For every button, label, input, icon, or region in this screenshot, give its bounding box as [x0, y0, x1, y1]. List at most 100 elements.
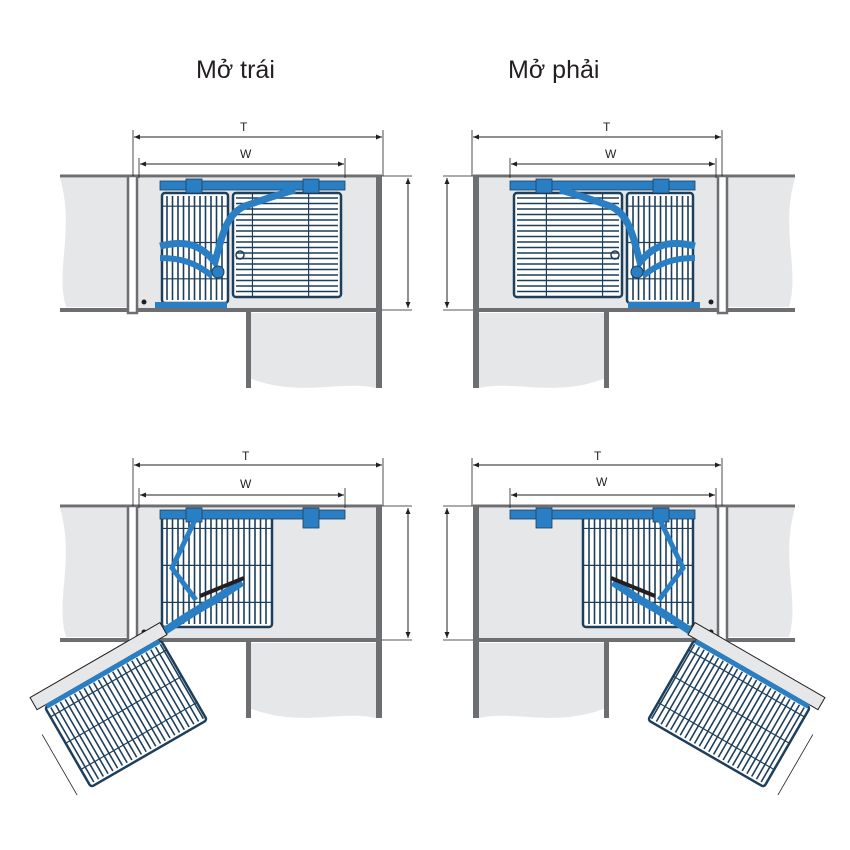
basket-wire: [126, 663, 171, 739]
slide-rail: [159, 509, 346, 520]
basket-wire: [655, 646, 701, 722]
rail-bracket: [185, 178, 203, 194]
link-arm: [657, 518, 686, 602]
cabinet-side-panel: [126, 504, 139, 645]
cabinet-right-panel: [376, 506, 382, 718]
basket-wire: [712, 679, 758, 755]
basket-wire: [88, 685, 133, 761]
rear-basket: [231, 191, 343, 299]
swing-arm-lower: [641, 255, 696, 279]
knob: [235, 250, 245, 260]
rear-basket: [160, 513, 274, 629]
dim-door: [41, 734, 78, 796]
basket-wire: [660, 649, 705, 725]
handle-bar: [610, 576, 656, 598]
basket-wire: [698, 671, 743, 747]
basket-wire: [736, 693, 782, 769]
basket-wire: [722, 685, 767, 761]
basket-crosswire: [672, 675, 790, 744]
knob: [610, 250, 620, 260]
basket-mount: [45, 639, 161, 709]
hinge-dot: [708, 299, 714, 305]
basket-wire: [54, 704, 100, 780]
dim-label-t-bottom-right: T: [594, 449, 602, 463]
adjacent-cabinet-left: [60, 178, 132, 307]
dim-label-t-top-right: T: [603, 120, 611, 134]
basket-wire: [689, 665, 734, 742]
rail-bracket: [535, 507, 553, 529]
cabinet-side-panel: [716, 504, 729, 645]
top-right-diagram: [443, 130, 795, 388]
basket-wire: [750, 701, 796, 777]
rear-basket: [581, 513, 695, 629]
rail-bracket: [302, 178, 320, 194]
base-plate: [155, 302, 227, 308]
slide-rail: [509, 509, 696, 520]
basket-wire: [693, 668, 739, 744]
basket-wire: [121, 665, 166, 742]
swing-arm-lower: [159, 255, 214, 279]
basket-wire: [50, 707, 95, 783]
basket-mount: [694, 639, 810, 709]
swing-arm: [159, 186, 296, 270]
basket-wire: [727, 687, 772, 764]
bottom-left-diagram: [29, 458, 412, 796]
lower-cabinet-panel: [604, 642, 609, 718]
adjacent-cabinet-left: [60, 508, 132, 637]
dim-label-w-top-right: W: [605, 147, 617, 161]
dim-label-w-bottom-right: W: [596, 475, 608, 489]
basket-wire: [107, 674, 152, 750]
cabinet-right-panel: [473, 506, 479, 718]
link-arm: [169, 518, 198, 602]
adjacent-cabinet-bottom: [249, 313, 376, 388]
basket-wire: [59, 701, 105, 777]
basket-wire: [154, 646, 200, 722]
rail-bracket: [535, 178, 553, 194]
basket-wire: [684, 663, 729, 739]
adjacent-cabinet-left: [723, 508, 795, 637]
basket-wire: [112, 671, 157, 747]
dim-door: [777, 734, 814, 796]
basket-wire: [679, 660, 724, 736]
adjacent-cabinet-bottom: [249, 643, 376, 718]
cabinet-side-panel: [126, 174, 139, 315]
basket-wire: [708, 676, 753, 753]
lower-cabinet-panel: [246, 312, 251, 388]
basket-wire: [64, 698, 109, 775]
basket-wire: [83, 687, 128, 764]
title-left-opening: Mở trái: [196, 56, 275, 84]
adjacent-cabinet-bottom: [479, 313, 606, 388]
basket-wire: [131, 660, 176, 736]
front-basket: [44, 640, 208, 788]
basket-wire: [650, 643, 696, 720]
cabinet-right-panel: [473, 176, 479, 388]
basket-wire: [760, 707, 805, 783]
front-basket: [647, 640, 811, 788]
basket-wire: [97, 679, 143, 755]
basket-crosswire: [65, 675, 183, 744]
basket-crosswire: [688, 649, 805, 718]
base-plate: [628, 302, 700, 308]
lower-cabinet-panel: [604, 312, 609, 388]
basket-wire: [69, 696, 114, 772]
basket-wire: [741, 696, 786, 772]
rear-basket: [512, 191, 624, 299]
basket-wire: [674, 657, 720, 733]
pivot: [630, 265, 644, 279]
basket-wire: [73, 693, 119, 769]
adjacent-cabinet-left: [723, 178, 795, 307]
basket-wire: [755, 704, 801, 780]
adjacent-cabinet-bottom: [479, 643, 606, 718]
hinge-dot: [141, 299, 147, 305]
basket-wire: [145, 652, 190, 728]
dim-label-w-top-left: W: [240, 147, 252, 161]
title-right-opening: Mở phải: [508, 56, 600, 84]
basket-crosswire: [80, 702, 198, 771]
basket-wire: [159, 643, 205, 720]
rail-bracket: [302, 507, 320, 529]
cabinet-side-panel: [716, 174, 729, 315]
lower-cabinet-panel: [246, 642, 251, 718]
handle-bar: [199, 576, 245, 598]
